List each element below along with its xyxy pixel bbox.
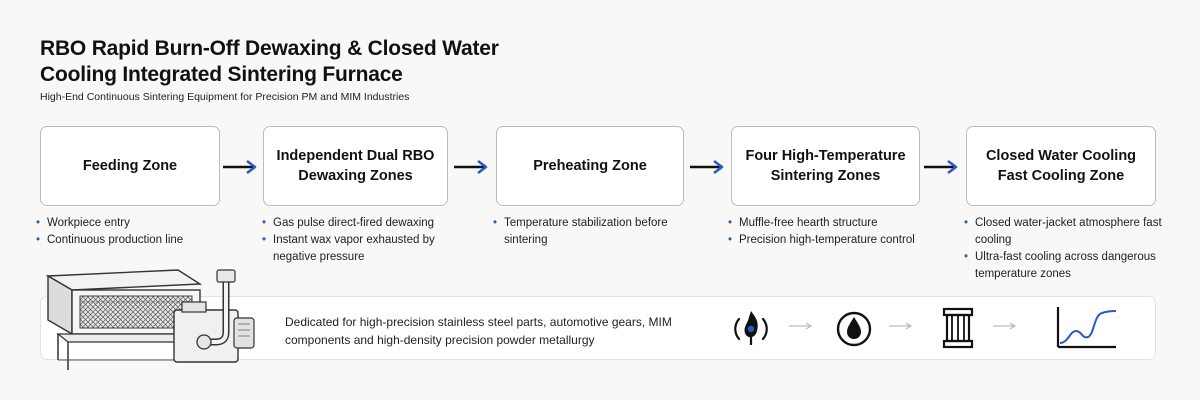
flame-icon (734, 311, 768, 345)
radiator-icon (942, 307, 974, 349)
bullet-item: Workpiece entry (36, 215, 236, 232)
cooling-curve-icon (1056, 307, 1117, 349)
zone-box-feeding: Feeding Zone (40, 126, 220, 206)
zone-label: Preheating Zone (533, 158, 647, 174)
bullet-item: Closed water-jacket atmosphere fast cool… (964, 215, 1194, 249)
flow-arrow-icon (454, 160, 488, 174)
zone-box-preheating: Preheating Zone (496, 126, 684, 206)
zone-bullets-preheating: Temperature stabilization before sinteri… (493, 215, 668, 249)
zone-bullets-sintering: Muffle-free hearth structure Precision h… (728, 215, 923, 249)
oil-drop-icon (836, 311, 872, 347)
zone-bullets-feeding: Workpiece entry Continuous production li… (36, 215, 236, 249)
application-text: Dedicated for high-precision stainless s… (285, 315, 672, 347)
zone-box-sintering: Four High-Temperature Sintering Zones (731, 126, 920, 206)
page-subtitle: High-End Continuous Sintering Equipment … (40, 91, 410, 103)
bullet-item: Precision high-temperature control (728, 232, 923, 249)
bullet-item: Gas pulse direct-fired dewaxing (262, 215, 462, 232)
page-title: RBO Rapid Burn-Off Dewaxing & Closed Wat… (40, 37, 499, 86)
flow-arrow-icon (924, 160, 958, 174)
zone-box-dewaxing: Independent Dual RBO Dewaxing Zones (263, 126, 448, 206)
bullet-item: Ultra-fast cooling across dangerous temp… (964, 249, 1194, 283)
process-arrow-icon (993, 322, 1017, 330)
zone-label: Feeding Zone (82, 158, 178, 174)
bullet-item: Muffle-free hearth structure (728, 215, 923, 232)
bullet-item: Instant wax vapor exhausted by negative … (262, 232, 462, 266)
bullet-item: Continuous production line (36, 232, 236, 249)
furnace-illustration-icon (45, 269, 255, 370)
zone-bullets-dewaxing: Gas pulse direct-fired dewaxing Instant … (262, 215, 462, 266)
zone-box-cooling: Closed Water Cooling Fast Cooling Zone (966, 126, 1156, 206)
zone-label: Closed Water Cooling Fast Cooling Zone (985, 148, 1137, 184)
flow-arrow-icon (690, 160, 724, 174)
process-arrow-icon (889, 322, 913, 330)
zone-bullets-cooling: Closed water-jacket atmosphere fast cool… (964, 215, 1194, 283)
flow-arrow-icon (223, 160, 257, 174)
bullet-item: Temperature stabilization before sinteri… (493, 215, 668, 249)
zone-label: Independent Dual RBO Dewaxing Zones (276, 148, 435, 184)
zone-label: Four High-Temperature Sintering Zones (745, 148, 906, 184)
process-arrow-icon (789, 322, 813, 330)
